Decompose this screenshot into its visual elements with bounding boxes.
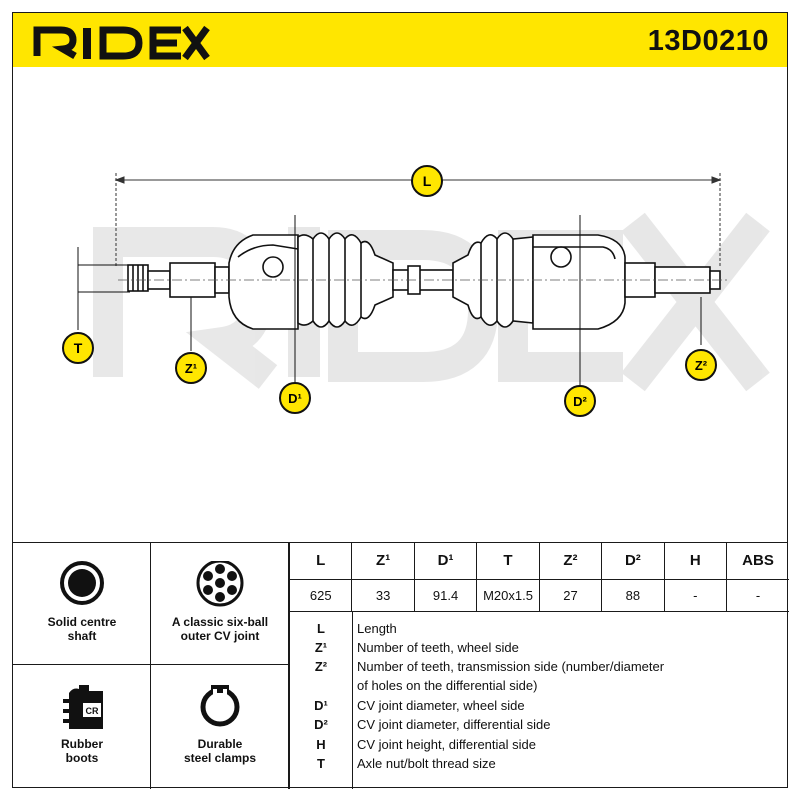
spec-value-cell: 27	[538, 578, 603, 612]
feature-label: Durable steel clamps	[183, 737, 257, 765]
callout-z2: Z²	[685, 349, 717, 381]
feature-steel-clamps: Durable steel clamps	[151, 665, 289, 789]
spec-header-row: L Z¹ D¹ T Z² D² H ABS	[288, 543, 789, 580]
part-number: 13D0210	[647, 25, 769, 57]
rubber-boot-icon: CR	[63, 685, 103, 729]
steel-clamp-icon	[200, 685, 240, 727]
legend-text: CV joint diameter, differential side	[357, 717, 551, 732]
spec-value-cell: -	[726, 578, 789, 612]
feature-label: Rubber boots	[61, 737, 103, 765]
callout-z1: Z¹	[175, 352, 207, 384]
legend-symbol: T	[317, 756, 325, 771]
spec-header-cell: Z²	[538, 543, 603, 580]
legend-text: CV joint height, differential side	[357, 737, 536, 752]
svg-text:CR: CR	[86, 706, 99, 716]
ridex-watermark	[93, 212, 770, 392]
legend-symbol: H	[316, 737, 326, 752]
spec-value-cell: 33	[351, 578, 415, 612]
spec-value-cell: 625	[288, 578, 353, 612]
legend-row: Z¹ Number of teeth, wheel side	[290, 638, 790, 658]
legend-text: Number of teeth, wheel side	[357, 640, 519, 655]
specification-panel: Solid centre shaft A classic six-ball ou…	[12, 542, 789, 789]
feature-rubber-boots: CR Rubber boots	[13, 665, 151, 789]
svg-text:Z²: Z²	[695, 358, 708, 373]
svg-text:T: T	[74, 340, 83, 356]
driveshaft	[118, 232, 728, 330]
legend-symbol: D¹	[314, 698, 328, 713]
legend-row: T Axle nut/bolt thread size	[290, 754, 790, 774]
svg-text:D²: D²	[573, 394, 587, 409]
spec-header-cell: H	[663, 543, 728, 580]
spec-header-cell: T	[476, 543, 540, 580]
legend-row: D¹ CV joint diameter, wheel side	[290, 696, 790, 716]
legend-symbol: Z²	[314, 659, 328, 674]
legend-text: CV joint diameter, wheel side	[357, 698, 525, 713]
spec-header-cell: D¹	[413, 543, 478, 580]
callout-t: T	[62, 332, 94, 364]
legend-divider	[352, 611, 353, 789]
callout-d2: D²	[564, 385, 596, 417]
header-bar: 13D0210	[12, 12, 788, 68]
legend-symbol: L	[317, 621, 325, 636]
spec-value-row: 625 33 91.4 M20x1.5 27 88 - -	[288, 578, 789, 612]
callout-d1: D¹	[279, 382, 311, 414]
legend-row: of holes on the differential side)	[290, 676, 790, 696]
six-ball-joint-icon	[196, 561, 244, 607]
legend-row: L Length	[290, 619, 790, 639]
spec-header-cell: Z¹	[351, 543, 415, 580]
spec-header-cell: L	[288, 543, 353, 580]
svg-text:L: L	[423, 173, 432, 189]
spec-value-cell: M20x1.5	[476, 578, 540, 612]
legend: L Length Z¹ Number of teeth, wheel side …	[289, 611, 789, 789]
legend-symbol: Z¹	[314, 640, 328, 655]
ridex-logo	[33, 25, 210, 61]
legend-text: Number of teeth, transmission side (numb…	[357, 659, 665, 674]
driveshaft-drawing: T Z¹ D¹ D² Z² L	[12, 67, 788, 543]
spec-value-cell: -	[663, 578, 728, 612]
driveshaft-diagram: T Z¹ D¹ D² Z² L	[62, 165, 770, 417]
feature-label: Solid centre shaft	[47, 615, 117, 643]
spec-value-cell: 91.4	[413, 578, 478, 612]
svg-text:D¹: D¹	[288, 391, 302, 406]
legend-row: D² CV joint diameter, differential side	[290, 715, 790, 735]
feature-six-ball-joint: A classic six-ball outer CV joint	[151, 543, 289, 665]
svg-text:Z¹: Z¹	[185, 361, 197, 376]
legend-text: of holes on the differential side)	[357, 678, 538, 693]
feature-solid-shaft: Solid centre shaft	[13, 543, 151, 665]
spec-header-cell: D²	[601, 543, 665, 580]
spec-value-cell: 88	[601, 578, 665, 612]
legend-text: Axle nut/bolt thread size	[357, 756, 496, 771]
legend-row: Z² Number of teeth, transmission side (n…	[290, 657, 790, 677]
legend-symbol: D²	[314, 717, 328, 732]
feature-label: A classic six-ball outer CV joint	[171, 615, 269, 643]
leader-lines	[77, 215, 702, 385]
legend-text: Length	[357, 621, 397, 636]
solid-shaft-icon	[60, 561, 104, 605]
spec-header-cell: ABS	[726, 543, 789, 580]
callout-l: L	[411, 165, 443, 197]
legend-row: H CV joint height, differential side	[290, 735, 790, 755]
spec-table: L Z¹ D¹ T Z² D² H ABS 625 33 91.4 M20x1.…	[288, 543, 789, 612]
